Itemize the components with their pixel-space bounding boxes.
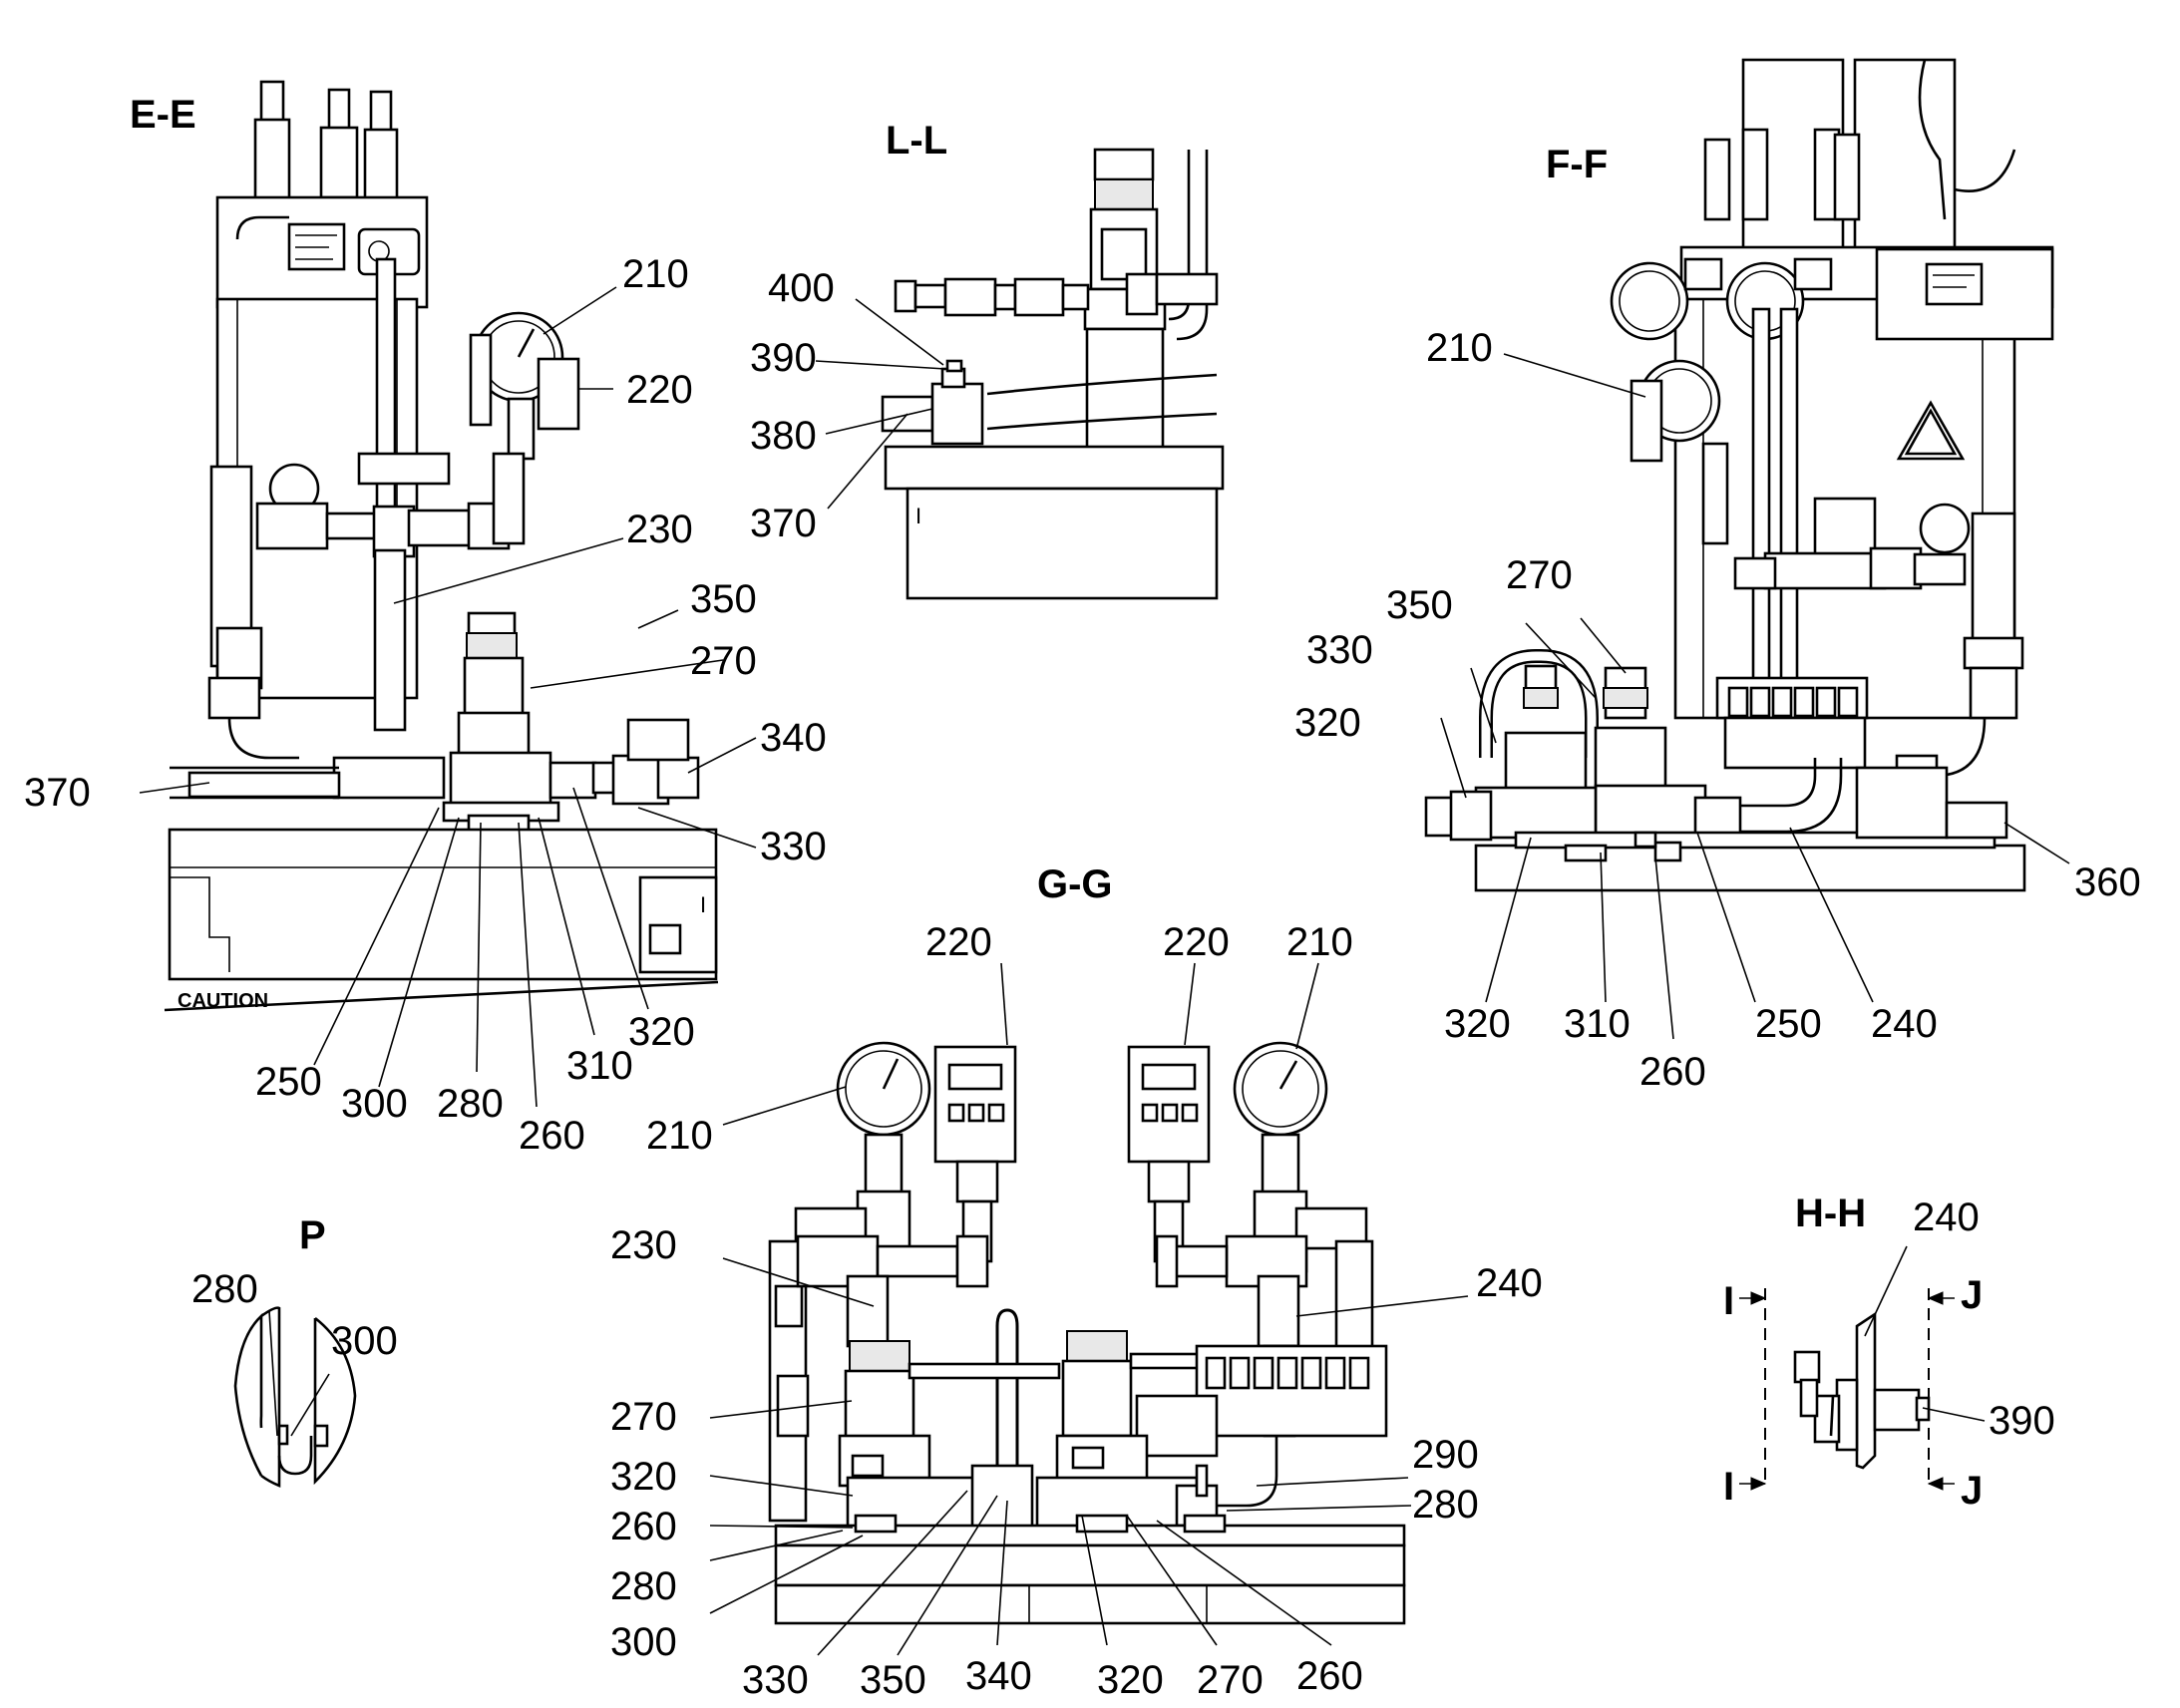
callout-260: 260 bbox=[519, 1114, 585, 1158]
callout-210: 210 bbox=[1286, 920, 1353, 964]
section-mark-i-l-l: I bbox=[915, 504, 921, 528]
callout-240: 240 bbox=[1871, 1002, 1938, 1046]
view-l-l: L-L I 400 390 bbox=[750, 119, 1225, 600]
view-title-g-g: G-G bbox=[1037, 862, 1113, 906]
callout-260: 260 bbox=[610, 1505, 677, 1548]
callout-280: 280 bbox=[437, 1082, 504, 1126]
callout-270: 270 bbox=[610, 1395, 677, 1439]
view-title-e-e: E-E bbox=[130, 93, 196, 137]
callout-320: 320 bbox=[1097, 1658, 1164, 1702]
callout-240: 240 bbox=[1913, 1196, 1980, 1239]
callout-270: 270 bbox=[1506, 553, 1573, 597]
callout-280: 280 bbox=[1412, 1483, 1479, 1527]
callout-310: 310 bbox=[1564, 1002, 1631, 1046]
view-title-h-h: H-H bbox=[1795, 1192, 1866, 1235]
callout-330: 330 bbox=[1306, 628, 1373, 672]
callout-240: 240 bbox=[1476, 1261, 1543, 1305]
callout-250: 250 bbox=[255, 1060, 322, 1104]
view-g-g: G-G bbox=[610, 862, 1543, 1702]
callout-230: 230 bbox=[610, 1223, 677, 1267]
callout-330: 330 bbox=[760, 825, 827, 868]
callout-400: 400 bbox=[768, 266, 835, 310]
callout-340: 340 bbox=[760, 716, 827, 760]
callout-270: 270 bbox=[690, 639, 757, 683]
callout-320: 320 bbox=[1444, 1002, 1511, 1046]
view-title-p: P bbox=[299, 1213, 326, 1257]
callout-220: 220 bbox=[626, 368, 693, 412]
section-mark-i: I bbox=[1723, 1279, 1734, 1323]
callout-310: 310 bbox=[566, 1044, 633, 1088]
callout-210: 210 bbox=[622, 252, 689, 296]
callout-350: 350 bbox=[1386, 583, 1453, 627]
callout-350: 350 bbox=[690, 577, 757, 621]
callout-280: 280 bbox=[191, 1267, 258, 1311]
view-f-f: F-F bbox=[1294, 58, 2141, 1094]
callout-220: 220 bbox=[925, 920, 992, 964]
callout-220: 220 bbox=[1163, 920, 1230, 964]
view-title-f-f: F-F bbox=[1546, 143, 1608, 186]
callout-260: 260 bbox=[1639, 1050, 1706, 1094]
section-mark-i: I bbox=[1723, 1465, 1734, 1509]
section-mark-j: J bbox=[1961, 1469, 1983, 1513]
callout-230: 230 bbox=[626, 508, 693, 551]
callout-390: 390 bbox=[1989, 1399, 2055, 1443]
section-mark-i-e-e: I bbox=[700, 892, 706, 917]
callout-390: 390 bbox=[750, 336, 817, 380]
callout-210: 210 bbox=[646, 1114, 713, 1158]
callout-340: 340 bbox=[965, 1654, 1032, 1698]
view-title-l-l: L-L bbox=[886, 119, 947, 163]
callout-270: 270 bbox=[1197, 1658, 1264, 1702]
callout-300: 300 bbox=[610, 1620, 677, 1664]
callout-320: 320 bbox=[1294, 701, 1361, 745]
callout-290: 290 bbox=[1412, 1433, 1479, 1477]
callout-210: 210 bbox=[1426, 326, 1493, 370]
callout-300: 300 bbox=[341, 1082, 408, 1126]
callout-360: 360 bbox=[2074, 860, 2141, 904]
view-e-e: E-E bbox=[24, 80, 827, 1158]
callout-320: 320 bbox=[628, 1010, 695, 1054]
callout-300: 300 bbox=[331, 1319, 398, 1363]
callout-370: 370 bbox=[750, 502, 817, 545]
callout-370: 370 bbox=[24, 771, 91, 815]
callout-380: 380 bbox=[750, 414, 817, 458]
view-h-h: H-H I I J J 240 390 bbox=[1723, 1192, 2055, 1513]
callout-260: 260 bbox=[1296, 1654, 1363, 1698]
callout-350: 350 bbox=[860, 1658, 926, 1702]
callout-330: 330 bbox=[742, 1658, 809, 1702]
view-p: P 280 300 bbox=[191, 1213, 398, 1488]
callout-320: 320 bbox=[610, 1455, 677, 1499]
section-mark-j: J bbox=[1961, 1273, 1983, 1317]
callout-280: 280 bbox=[610, 1564, 677, 1608]
callout-250: 250 bbox=[1755, 1002, 1822, 1046]
